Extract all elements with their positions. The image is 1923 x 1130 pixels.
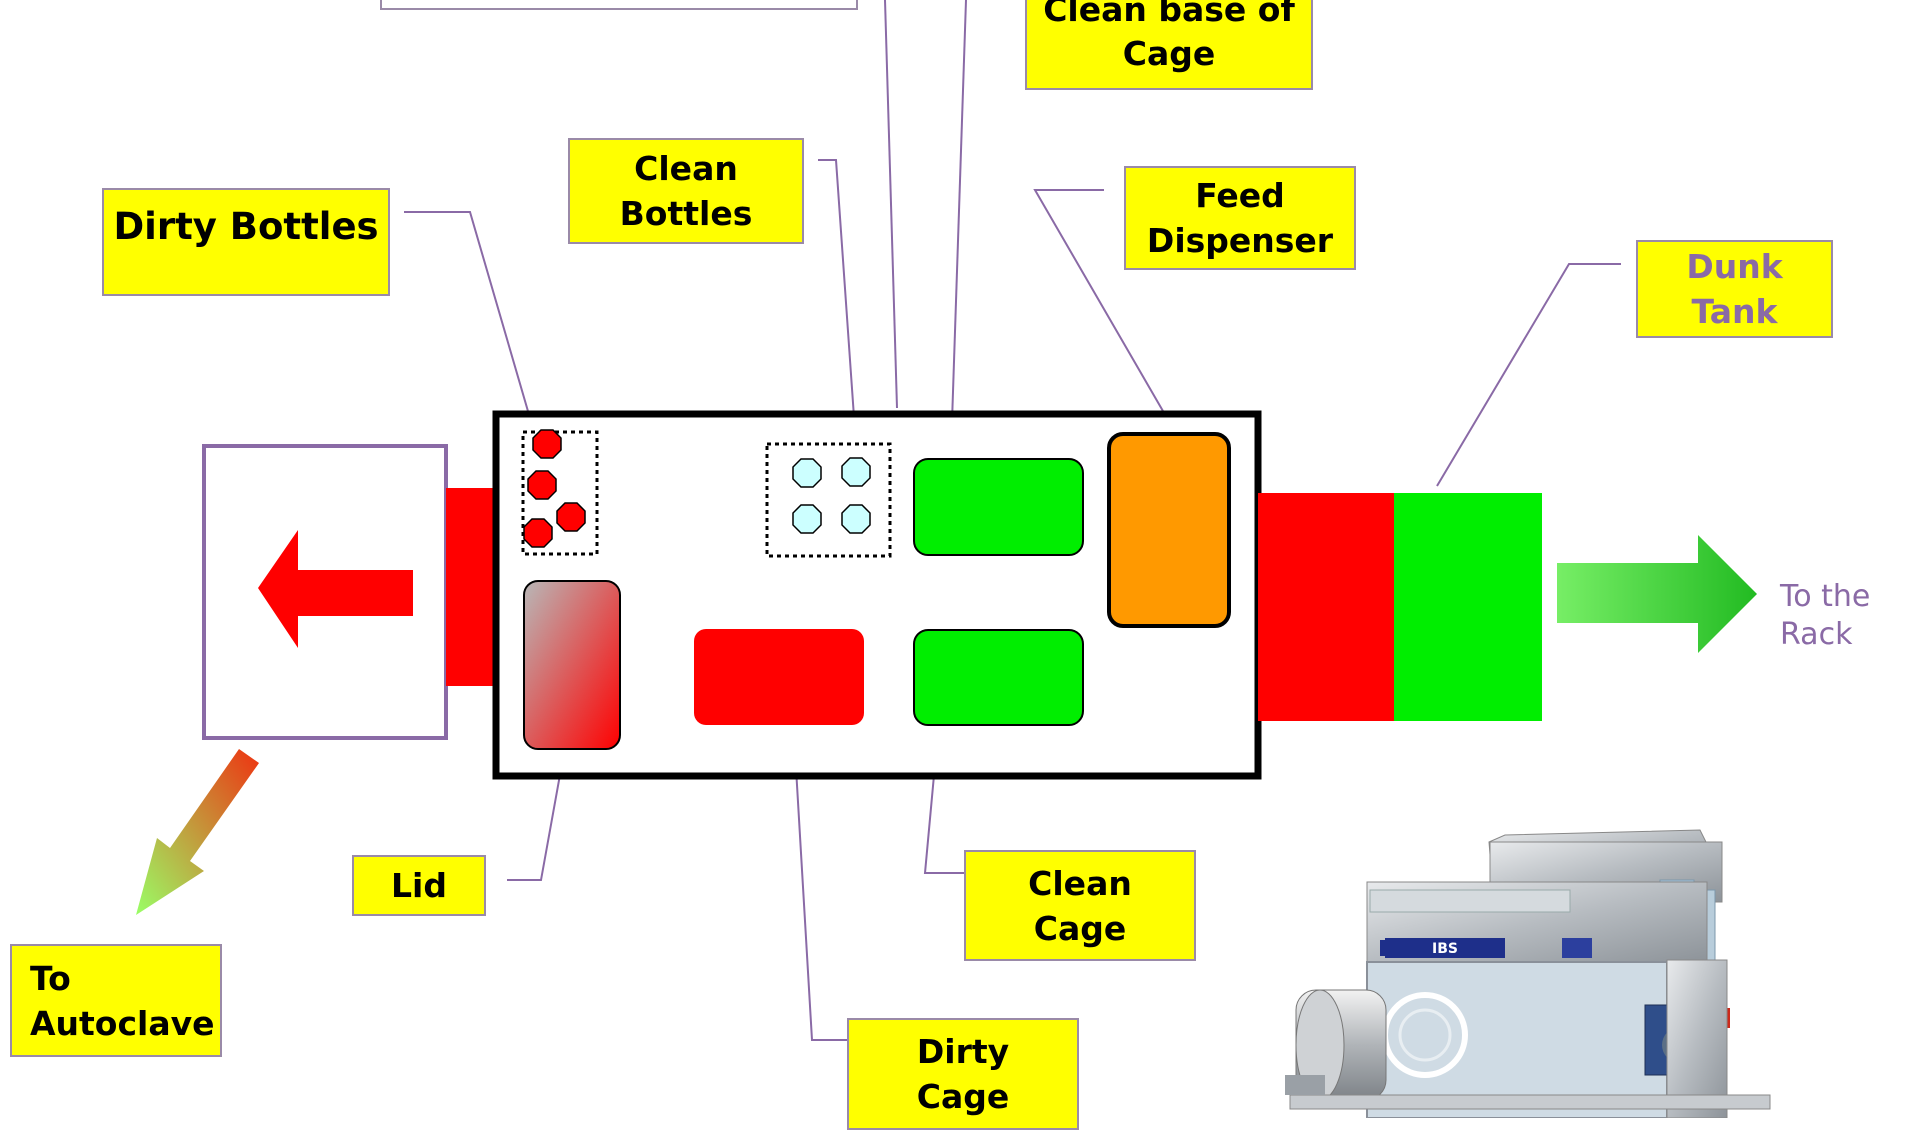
clean-cage-label: Clean Cage	[964, 850, 1196, 961]
changing-station-photo: IBS	[1285, 830, 1770, 1118]
dirty-bottle-icon	[524, 519, 552, 547]
dirty-bottle-icon	[557, 503, 585, 531]
ibs-logo-text: IBS	[1432, 941, 1458, 957]
lid-label: Lid	[352, 855, 486, 916]
clean-bottle-icon	[793, 505, 821, 533]
feed-dispenser	[1109, 434, 1229, 626]
clean-base-of-cage	[914, 459, 1083, 555]
feed-dispenser-label: Feed Dispenser	[1124, 166, 1356, 270]
dunk-tank-label: Dunk Tank	[1636, 240, 1833, 338]
dirty-cage	[694, 629, 864, 725]
dirty-bottles-label: Dirty Bottles	[102, 188, 390, 296]
top-cut-label	[380, 0, 858, 10]
clean-bottles-label: Clean Bottles	[568, 138, 804, 244]
leader-dunk-tank	[1437, 264, 1621, 486]
clean-base-label: Clean base of Cage	[1025, 0, 1313, 90]
dunk-tank-red	[1258, 493, 1394, 721]
to-autoclave-label: To Autoclave	[10, 944, 222, 1057]
clean-bottle-icon	[793, 459, 821, 487]
dirty-cage-label: Dirty Cage	[847, 1018, 1079, 1130]
clean-cage	[914, 630, 1083, 725]
clean-bottle-icon	[842, 458, 870, 486]
dunk-tank-green	[1394, 493, 1542, 721]
to-the-rack-label: To the Rack	[1780, 578, 1870, 654]
dirty-bottle-icon	[533, 430, 561, 458]
lid	[524, 581, 620, 749]
dirty-bottle-icon	[528, 471, 556, 499]
diagonal-arrow-icon	[136, 749, 259, 915]
right-arrow-icon	[1557, 535, 1757, 653]
leader-dirty-bottles	[404, 212, 532, 425]
autoclave-connector	[446, 488, 496, 686]
leader-clean-base	[951, 0, 966, 452]
clean-bottle-icon	[842, 505, 870, 533]
leader-top-box	[885, 0, 897, 408]
